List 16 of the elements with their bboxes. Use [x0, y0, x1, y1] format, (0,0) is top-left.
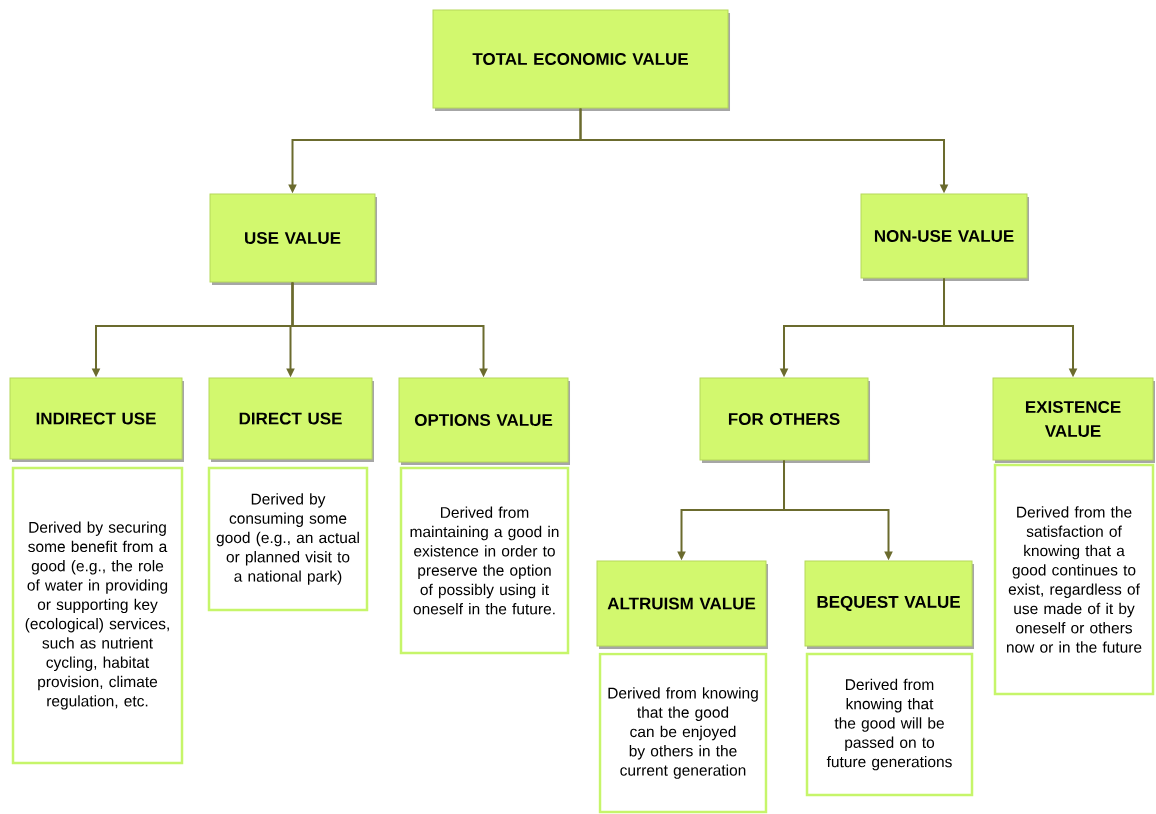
description-box: Derived from knowing that the good can be enjoyed by others in the current generation: [598, 652, 768, 814]
description-box: Derived by consuming some good (e.g., an actual or planned visit to a national park): [207, 466, 369, 612]
description-box: Derived from maintaining a good in existence in order to preserve the option of possibly using it oneself in the future.: [399, 466, 570, 655]
category-box: BEQUEST VALUE: [804, 560, 974, 649]
category-box: EXISTENCE VALUE: [992, 377, 1155, 463]
category-box: FOR OTHERS: [699, 377, 870, 463]
description-box: Derived from knowing that the good will be passed on to future generations: [805, 652, 974, 797]
category-box: DIRECT USE: [208, 377, 374, 462]
description-box: Derived from the satisfaction of knowing that a good continues to exist, regardless of use made of it by oneself or others now or in the future: [993, 463, 1155, 696]
category-box: OPTIONS VALUE: [398, 377, 570, 465]
category-box: NON-USE VALUE: [860, 193, 1029, 281]
category-box: USE VALUE: [209, 193, 377, 285]
category-box: ALTRUISM VALUE: [596, 560, 768, 649]
category-box: INDIRECT USE: [9, 377, 184, 462]
description-box: Derived by securing some benefit from a good (e.g., the role of water in providing or supporting key (ecological) services, such as nutrient cycling, habitat provision, climate regulation, etc.: [11, 466, 184, 765]
category-box: TOTAL ECONOMIC VALUE: [432, 9, 730, 111]
